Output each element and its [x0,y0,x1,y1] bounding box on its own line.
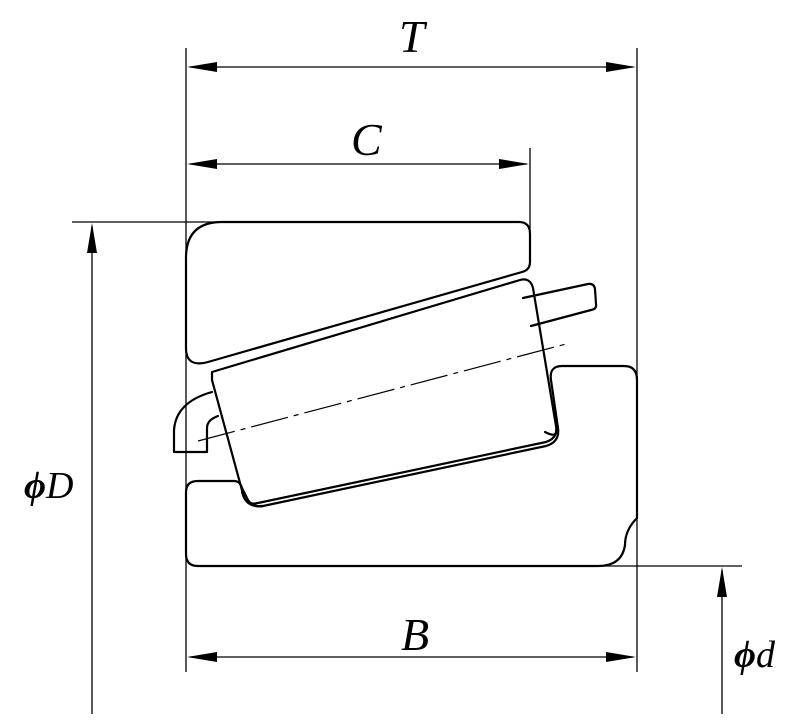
outer-ring [184,220,532,365]
phi-symbol: ϕ [734,634,756,676]
roller-axis-centerline [197,343,567,442]
c-arrow-right [499,159,529,169]
inner-ring [184,364,639,568]
b-arrow-right [606,652,636,662]
rib-contact-right [543,422,558,436]
d-large-letter: D [46,465,74,507]
c-arrow-left [187,159,217,169]
t-label: T [399,11,425,62]
t-arrow-left [187,62,217,72]
d-arrow-top [87,223,97,253]
rib-contact-left [240,490,264,508]
d-small-arrow-top [717,567,727,597]
phi-d-large-label: ϕD [24,467,73,505]
b-label: B [401,609,430,660]
phi-d-small-label: ϕd [734,636,775,674]
t-arrow-right [606,62,636,72]
b-arrow-left [187,652,217,662]
cage-lip [172,390,220,454]
d-small-letter: d [756,634,775,676]
roller-end-tab [521,282,598,328]
c-label: C [351,114,382,165]
phi-symbol: ϕ [24,465,46,507]
